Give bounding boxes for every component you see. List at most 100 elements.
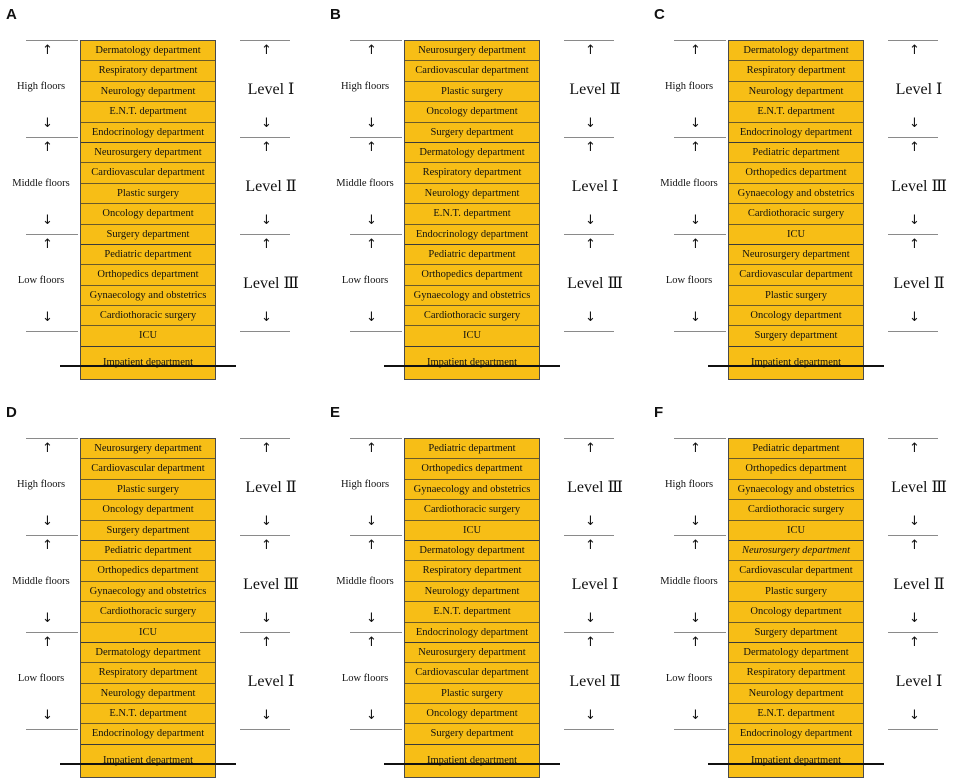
floor-label: Surgery department	[405, 724, 539, 745]
down-arrow-icon: ↓	[366, 708, 377, 723]
floor-label: Orthopedics department	[729, 163, 863, 184]
floor-label: Dermatology department	[405, 541, 539, 562]
level-label: Level Ⅰ	[571, 575, 619, 593]
floor-label: Surgery department	[81, 225, 215, 245]
down-arrow-icon: ↓	[42, 611, 53, 626]
down-arrow-icon: ↓	[261, 708, 272, 723]
floor-label: Neurosurgery department	[729, 245, 863, 266]
zone-label: Middle floors	[660, 575, 718, 587]
up-arrow-icon: ↑	[585, 237, 596, 252]
floor-label: Cardiovascular department	[81, 459, 215, 480]
zone-label: Low floors	[17, 672, 65, 684]
zone-divider-line	[674, 137, 726, 138]
down-arrow-icon: ↓	[690, 310, 701, 325]
level-label: Level Ⅱ	[893, 274, 945, 292]
floor-label: Cardiothoracic surgery	[729, 204, 863, 225]
zone-label: Middle floors	[12, 177, 70, 189]
inpatient-floor: Impatient department	[426, 356, 518, 368]
panel-letter: F	[654, 404, 664, 421]
up-arrow-icon: ↑	[261, 635, 272, 650]
floor-label: Neurology department	[81, 82, 215, 103]
floor-label: Oncology department	[81, 204, 215, 225]
zone-divider-line	[564, 40, 614, 41]
zone-divider-line	[240, 535, 290, 536]
floor-label: Endocrinology department	[729, 724, 863, 745]
floor-label: Gynaecology and obstetrics	[81, 286, 215, 307]
up-arrow-icon: ↑	[690, 635, 701, 650]
zone-divider-line	[888, 438, 938, 439]
floor-label: Plastic surgery	[729, 286, 863, 307]
floor-label: ICU	[729, 521, 863, 541]
up-arrow-icon: ↑	[909, 237, 920, 252]
floor-label: Gynaecology and obstetrics	[729, 184, 863, 205]
level-label: Level Ⅰ	[895, 672, 943, 690]
up-arrow-icon: ↑	[261, 43, 272, 58]
down-arrow-icon: ↓	[42, 310, 53, 325]
up-arrow-icon: ↑	[585, 538, 596, 553]
zone-label: Low floors	[665, 274, 713, 286]
up-arrow-icon: ↑	[909, 441, 920, 456]
floor-label: E.N.T. department	[81, 704, 215, 725]
floor-label: Endocrinology department	[729, 123, 863, 143]
floor-label: Gynaecology and obstetrics	[405, 286, 539, 307]
floor-label: Dermatology department	[729, 41, 863, 62]
floor-label: Orthopedics department	[729, 459, 863, 480]
floor-label: Dermatology department	[729, 643, 863, 664]
up-arrow-icon: ↑	[690, 140, 701, 155]
zone-divider-line	[674, 331, 726, 332]
floor-label: Neurosurgery department	[405, 41, 539, 62]
floor-label: Cardiothoracic surgery	[81, 306, 215, 327]
floor-label: Endocrinology department	[81, 724, 215, 745]
zone-divider-line	[26, 234, 78, 235]
down-arrow-icon: ↓	[366, 310, 377, 325]
down-arrow-icon: ↓	[261, 514, 272, 529]
down-arrow-icon: ↓	[366, 213, 377, 228]
level-label: Level Ⅲ	[567, 274, 623, 292]
zone-divider-line	[26, 438, 78, 439]
down-arrow-icon: ↓	[585, 116, 596, 131]
floor-label: Oncology department	[729, 602, 863, 623]
floor-label: Plastic surgery	[729, 582, 863, 603]
floor-label: Oncology department	[405, 704, 539, 725]
floor-label: Pediatric department	[405, 439, 539, 460]
floor-label: Neurology department	[405, 582, 539, 603]
floor-label: Respiratory department	[729, 663, 863, 684]
zone-divider-line	[240, 137, 290, 138]
floor-label: Neurology department	[405, 184, 539, 205]
floor-label: Dermatology department	[81, 643, 215, 664]
floor-label: Surgery department	[729, 623, 863, 643]
up-arrow-icon: ↑	[690, 43, 701, 58]
down-arrow-icon: ↓	[909, 213, 920, 228]
floor-label: E.N.T. department	[405, 204, 539, 225]
floor-label: Cardiovascular department	[729, 265, 863, 286]
zone-divider-line	[674, 234, 726, 235]
zone-divider-line	[350, 331, 402, 332]
down-arrow-icon: ↓	[585, 708, 596, 723]
zone-divider-line	[26, 40, 78, 41]
zone-divider-line	[26, 535, 78, 536]
floor-label: E.N.T. department	[729, 704, 863, 725]
floor-label: Surgery department	[81, 521, 215, 541]
up-arrow-icon: ↑	[261, 441, 272, 456]
floor-label: Oncology department	[729, 306, 863, 327]
floor-label: Dermatology department	[405, 143, 539, 164]
floor-label: Dermatology department	[81, 41, 215, 62]
zone-divider-line	[240, 632, 290, 633]
floor-label: Cardiothoracic surgery	[81, 602, 215, 623]
floor-label: Pediatric department	[729, 143, 863, 164]
floor-label: ICU	[81, 326, 215, 347]
floor-label: Neurosurgery department	[729, 541, 863, 562]
down-arrow-icon: ↓	[261, 116, 272, 131]
up-arrow-icon: ↑	[690, 237, 701, 252]
down-arrow-icon: ↓	[585, 514, 596, 529]
up-arrow-icon: ↑	[585, 43, 596, 58]
down-arrow-icon: ↓	[909, 611, 920, 626]
ground-line	[708, 763, 884, 765]
floor-label: ICU	[405, 326, 539, 347]
